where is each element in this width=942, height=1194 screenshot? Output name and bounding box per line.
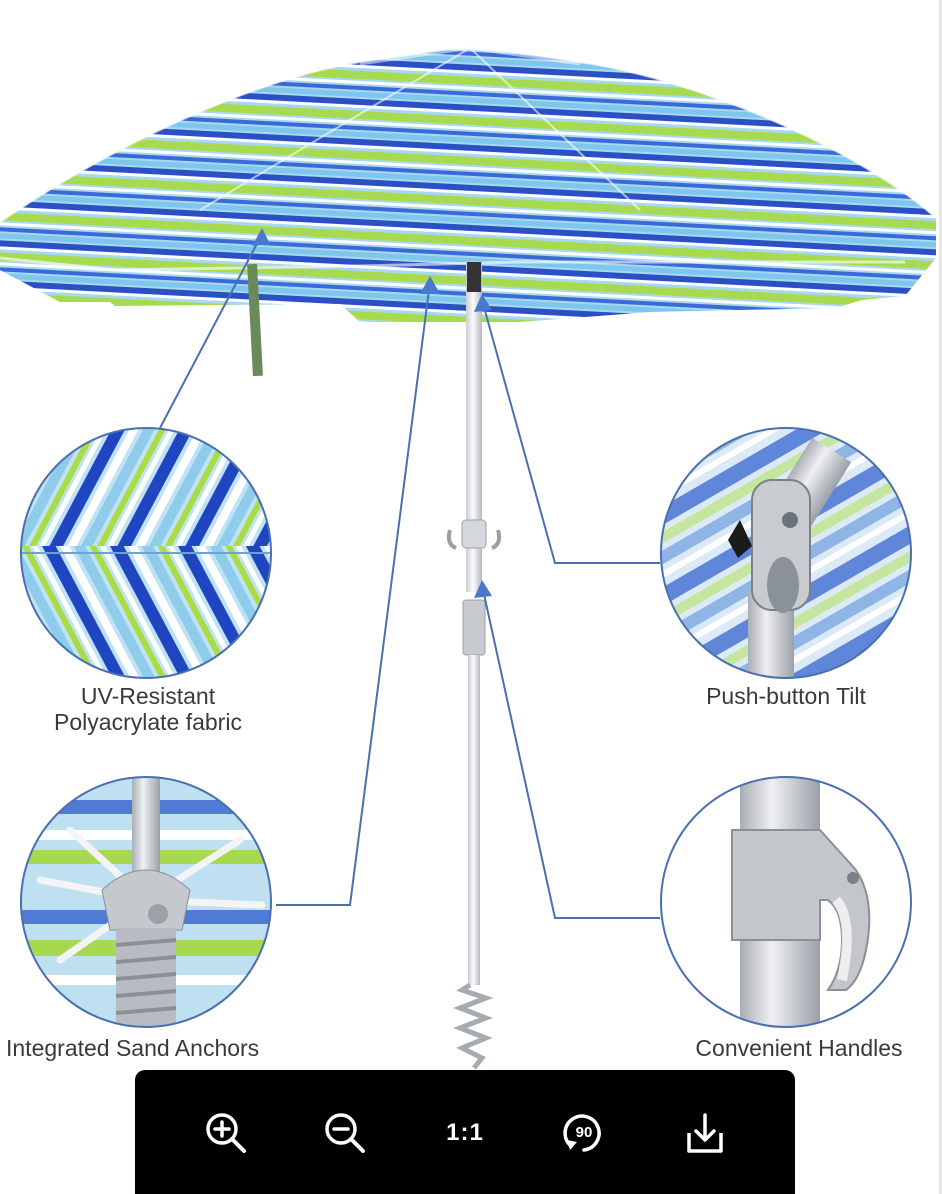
rotate-90-icon: 90 <box>563 1114 601 1152</box>
zoom-out-button[interactable] <box>320 1108 370 1158</box>
umbrella-pole <box>446 262 502 1070</box>
callout-lines <box>159 233 660 919</box>
rotate-90-text: 90 <box>576 1124 593 1141</box>
actual-size-button[interactable]: 1:1 <box>440 1108 490 1158</box>
download-icon <box>687 1113 723 1153</box>
uv-fabric-caption: UV-Resistant Polyacrylate fabric <box>32 683 264 735</box>
uv-fabric-caption-line1: UV-Resistant <box>80 683 216 709</box>
callout-arrows <box>252 228 492 598</box>
uv-fabric-caption-line2: Polyacrylate fabric <box>54 709 242 735</box>
actual-size-icon: 1:1 <box>446 1119 484 1146</box>
handles-caption: Convenient Handles <box>695 1035 903 1061</box>
rotate-90-button[interactable]: 90 <box>559 1108 609 1158</box>
umbrella-canopy <box>0 44 937 377</box>
zoom-in-icon <box>206 1113 246 1153</box>
viewer-toolbar: 1:1 90 <box>135 1070 795 1194</box>
anchors-closeup <box>20 776 272 1028</box>
zoom-out-icon <box>325 1113 365 1153</box>
zoom-in-button[interactable] <box>201 1108 251 1158</box>
fabric-closeup <box>20 427 272 679</box>
download-button[interactable] <box>680 1108 730 1158</box>
viewer-edge <box>939 0 942 1194</box>
tilt-closeup <box>660 427 912 679</box>
tilt-caption: Push-button Tilt <box>706 683 866 709</box>
anchors-caption: Integrated Sand Anchors <box>6 1035 260 1061</box>
handles-closeup <box>660 776 912 1028</box>
